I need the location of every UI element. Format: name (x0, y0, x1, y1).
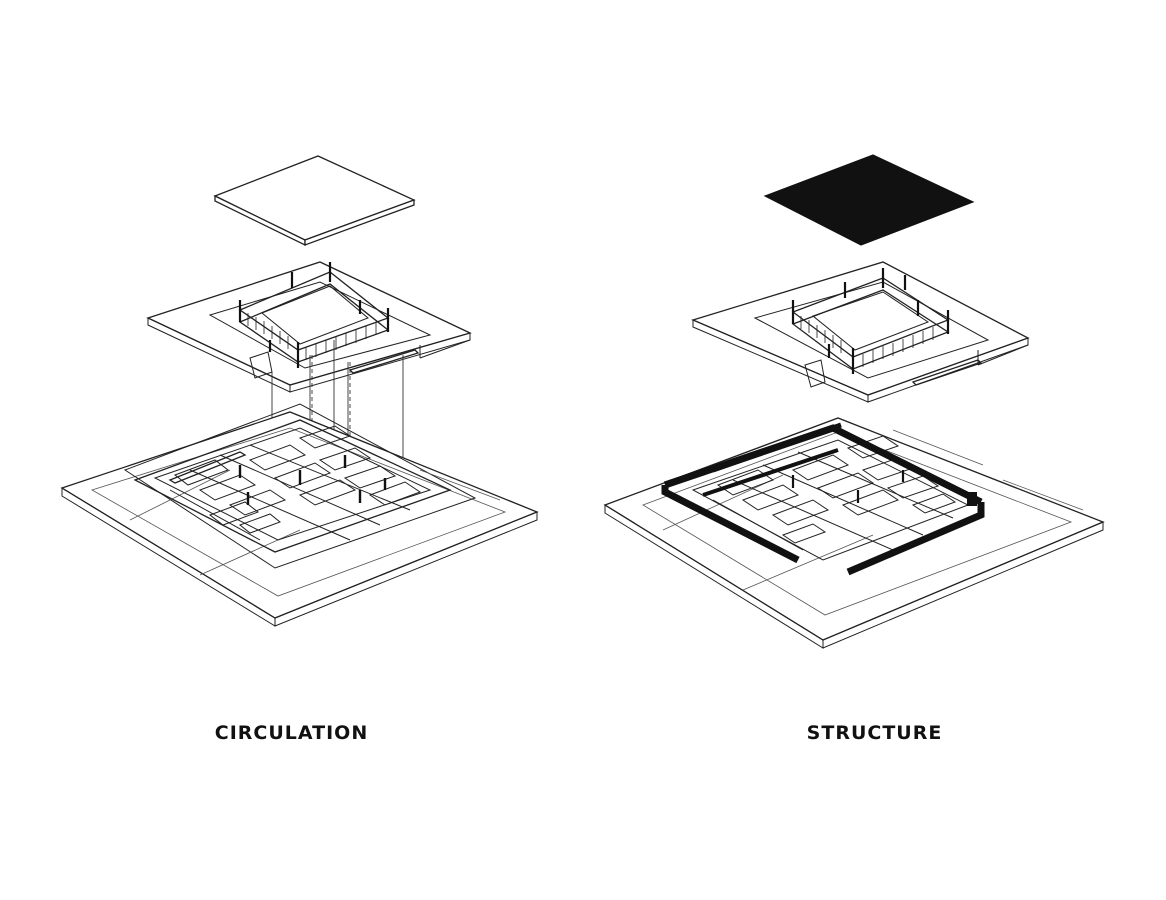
structural-column (967, 492, 977, 506)
structural-walls (661, 422, 985, 576)
courtyard-fence (791, 268, 950, 374)
circulation-panel: CIRCULATION (60, 155, 539, 744)
structure-axonometric (603, 154, 1105, 649)
roof-slab (213, 155, 416, 247)
ground-site-plate (603, 417, 1105, 649)
ground-floor-plan (133, 419, 452, 553)
structure-label: STRUCTURE (806, 722, 943, 744)
ground-site-plate (60, 403, 539, 627)
circulation-axonometric (60, 155, 539, 627)
roof-slab-black (763, 154, 975, 246)
upper-floor-plate (691, 261, 1030, 403)
ground-floor-plan (691, 435, 970, 561)
circulation-label: CIRCULATION (214, 722, 369, 744)
structure-panel: STRUCTURE (583, 0, 1166, 900)
upper-floor-plate (146, 261, 472, 393)
courtyard-fence (238, 262, 390, 368)
